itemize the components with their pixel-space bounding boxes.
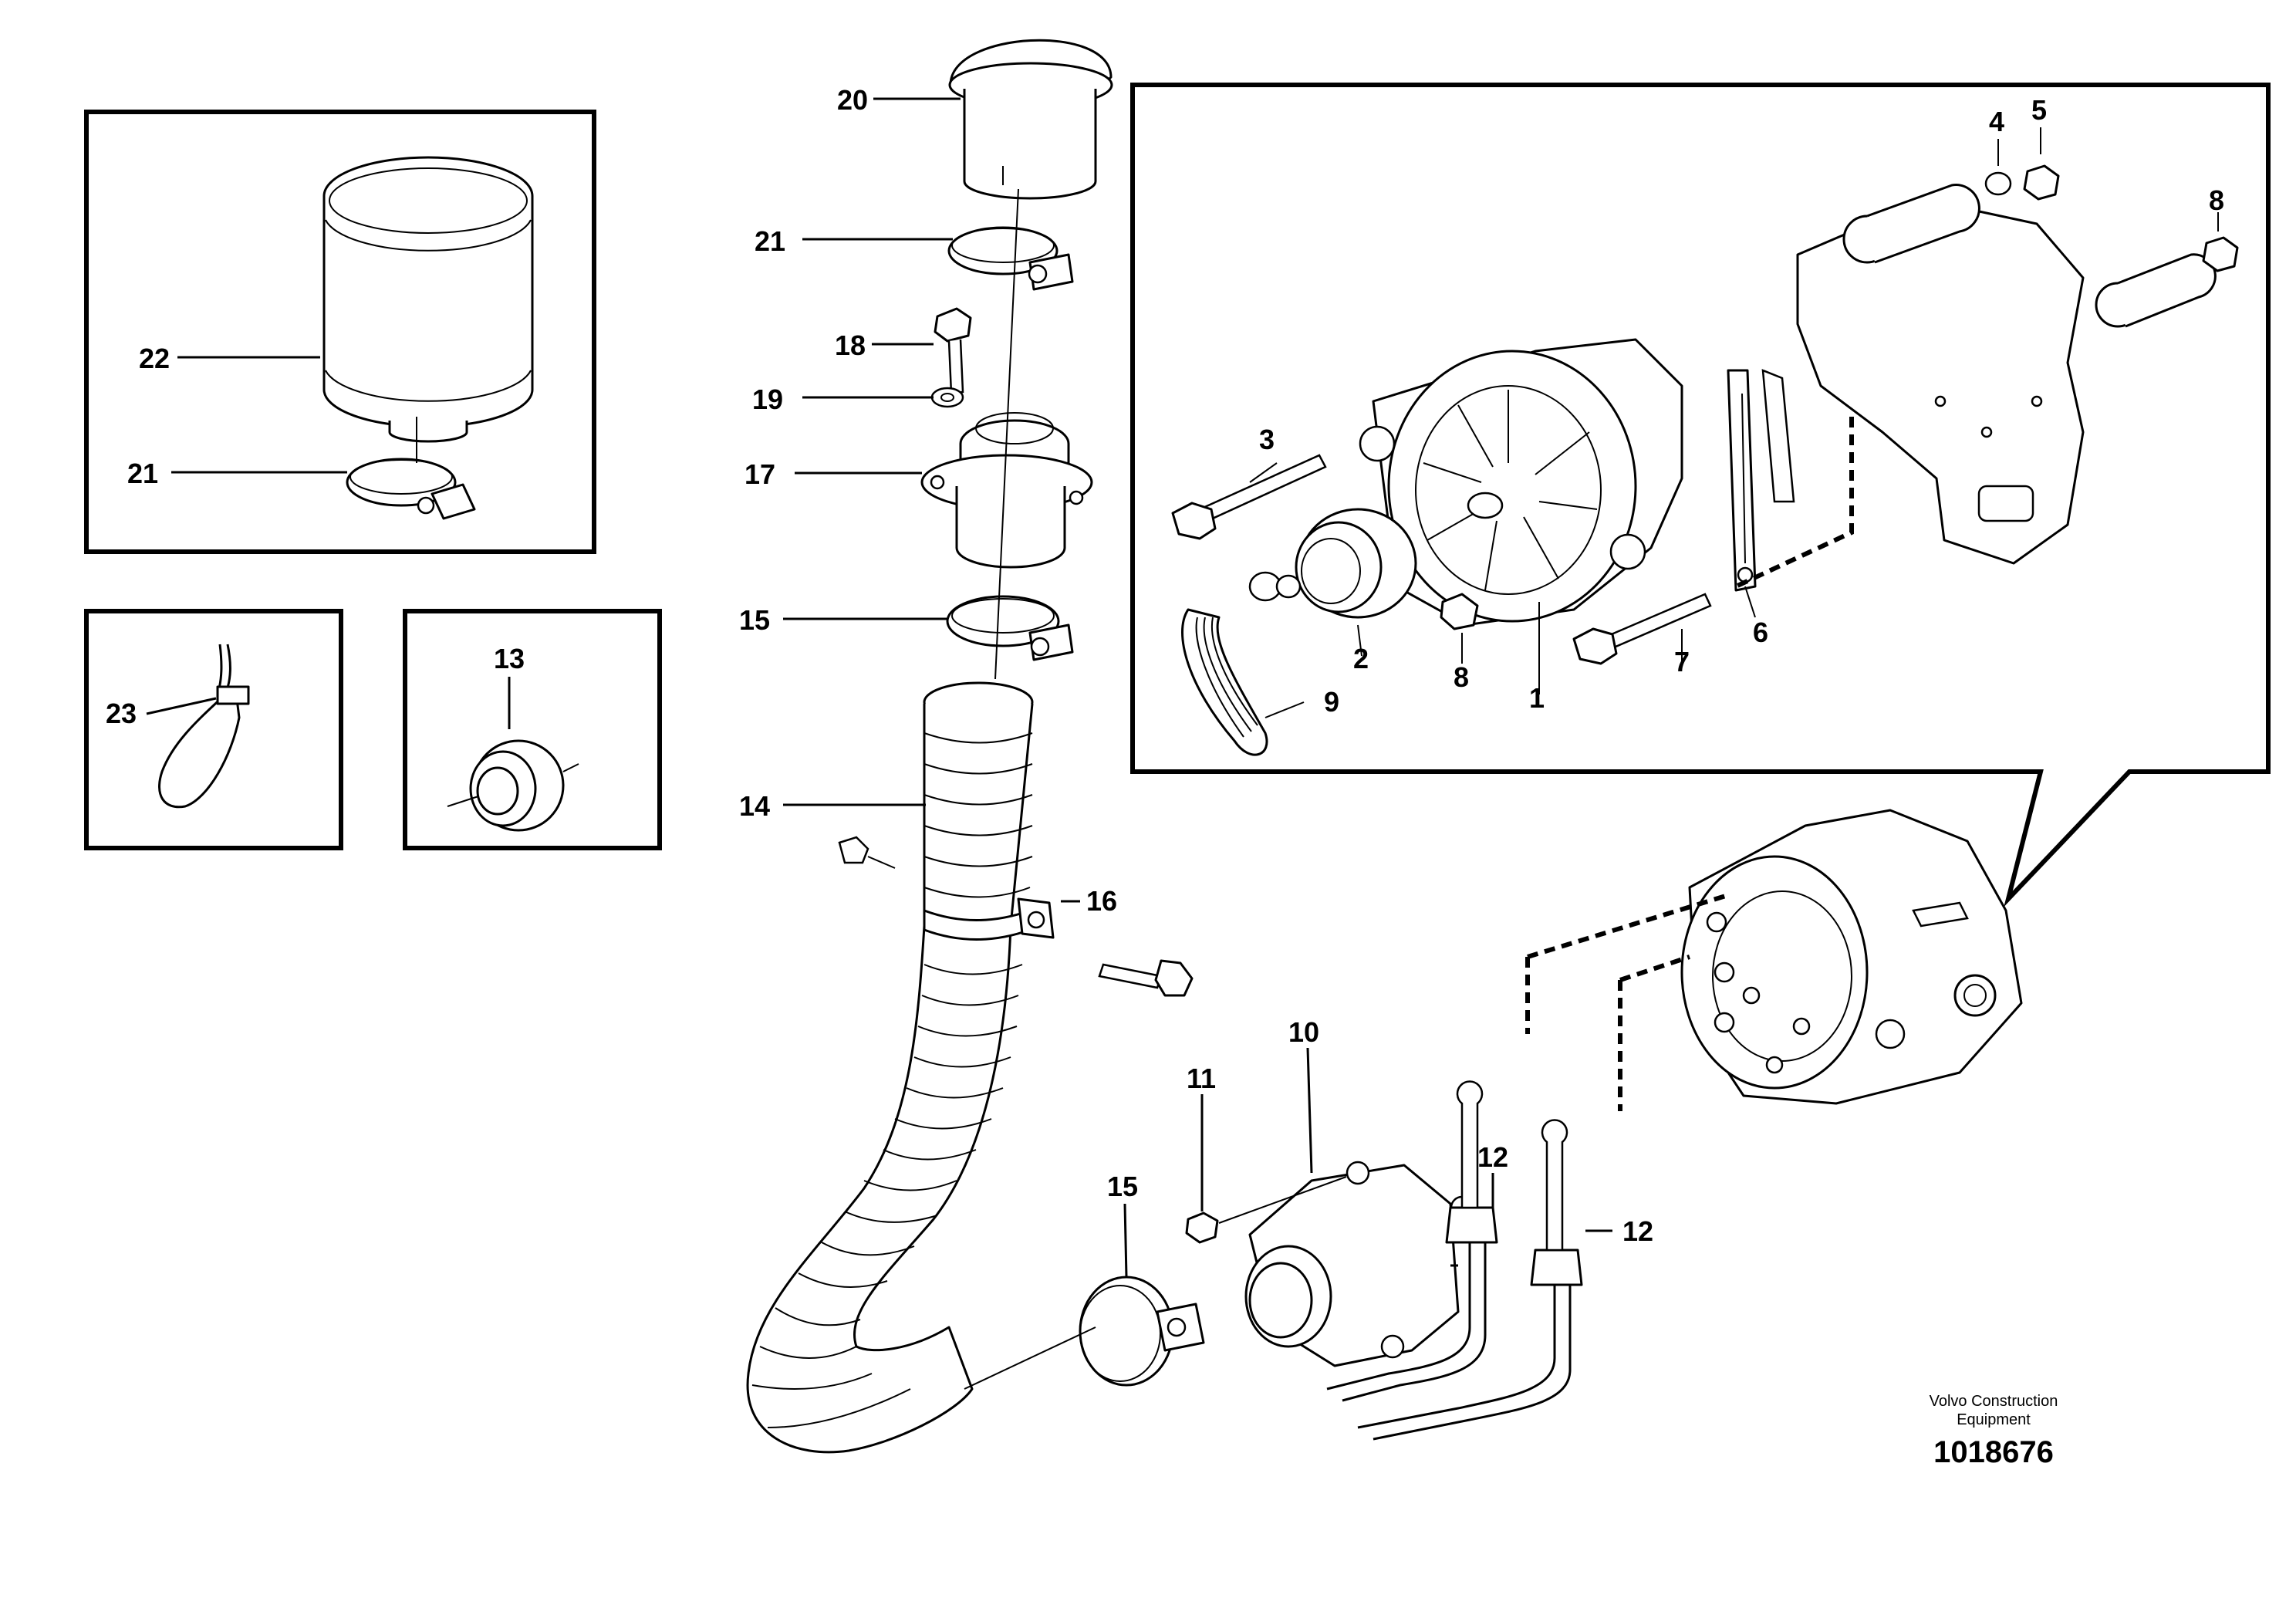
inset-cable-tie: [84, 609, 343, 850]
brand-line-1: Volvo Construction: [1930, 1393, 2058, 1410]
callout-12-left: 12: [1477, 1141, 1508, 1173]
callout-10: 10: [1288, 1016, 1319, 1048]
footer: Volvo Construction Equipment 1018676: [1930, 1393, 2058, 1469]
callout-21-hose: 21: [755, 225, 785, 257]
callout-1: 1: [1529, 682, 1545, 714]
drawing-number: 1018676: [1933, 1435, 2054, 1469]
callout-16: 16: [1086, 885, 1117, 917]
callout-15-lower: 15: [1107, 1171, 1138, 1202]
callout-8-bottom: 8: [1454, 661, 1469, 693]
callout-9: 9: [1324, 686, 1339, 718]
callout-12-right: 12: [1622, 1215, 1653, 1247]
alternator-main: [1525, 809, 2023, 1111]
callout-17: 17: [745, 458, 775, 490]
callout-18: 18: [835, 329, 866, 361]
callout-19: 19: [752, 384, 783, 415]
hose-assembly: [746, 39, 1194, 1454]
leader-lines: [146, 97, 1612, 1278]
callout-3: 3: [1259, 424, 1275, 455]
callout-6: 6: [1753, 617, 1768, 648]
inset-air-filter: [84, 110, 596, 554]
detail-frame-alternator: [1130, 83, 2271, 907]
callout-4: 4: [1989, 106, 2004, 137]
callout-20: 20: [837, 84, 868, 116]
callout-8-top: 8: [2209, 184, 2224, 216]
callout-5: 5: [2031, 94, 2047, 126]
terminal-cover-assembly: [964, 1080, 1583, 1441]
callout-labels: 20 21 18 19 17 15 14 16 22 21 23 13 10 1…: [106, 84, 2224, 1247]
callout-14: 14: [739, 790, 770, 822]
callout-15-upper: 15: [739, 604, 770, 636]
callout-2: 2: [1353, 643, 1369, 674]
callout-11: 11: [1187, 1063, 1216, 1094]
callout-22: 22: [139, 343, 170, 374]
callout-7: 7: [1674, 646, 1690, 678]
inset-grommet: [403, 609, 662, 850]
callout-13: 13: [494, 643, 525, 674]
brand-line-2: Equipment: [1957, 1411, 2031, 1428]
callout-23: 23: [106, 698, 137, 729]
callout-21-filter: 21: [127, 458, 158, 489]
